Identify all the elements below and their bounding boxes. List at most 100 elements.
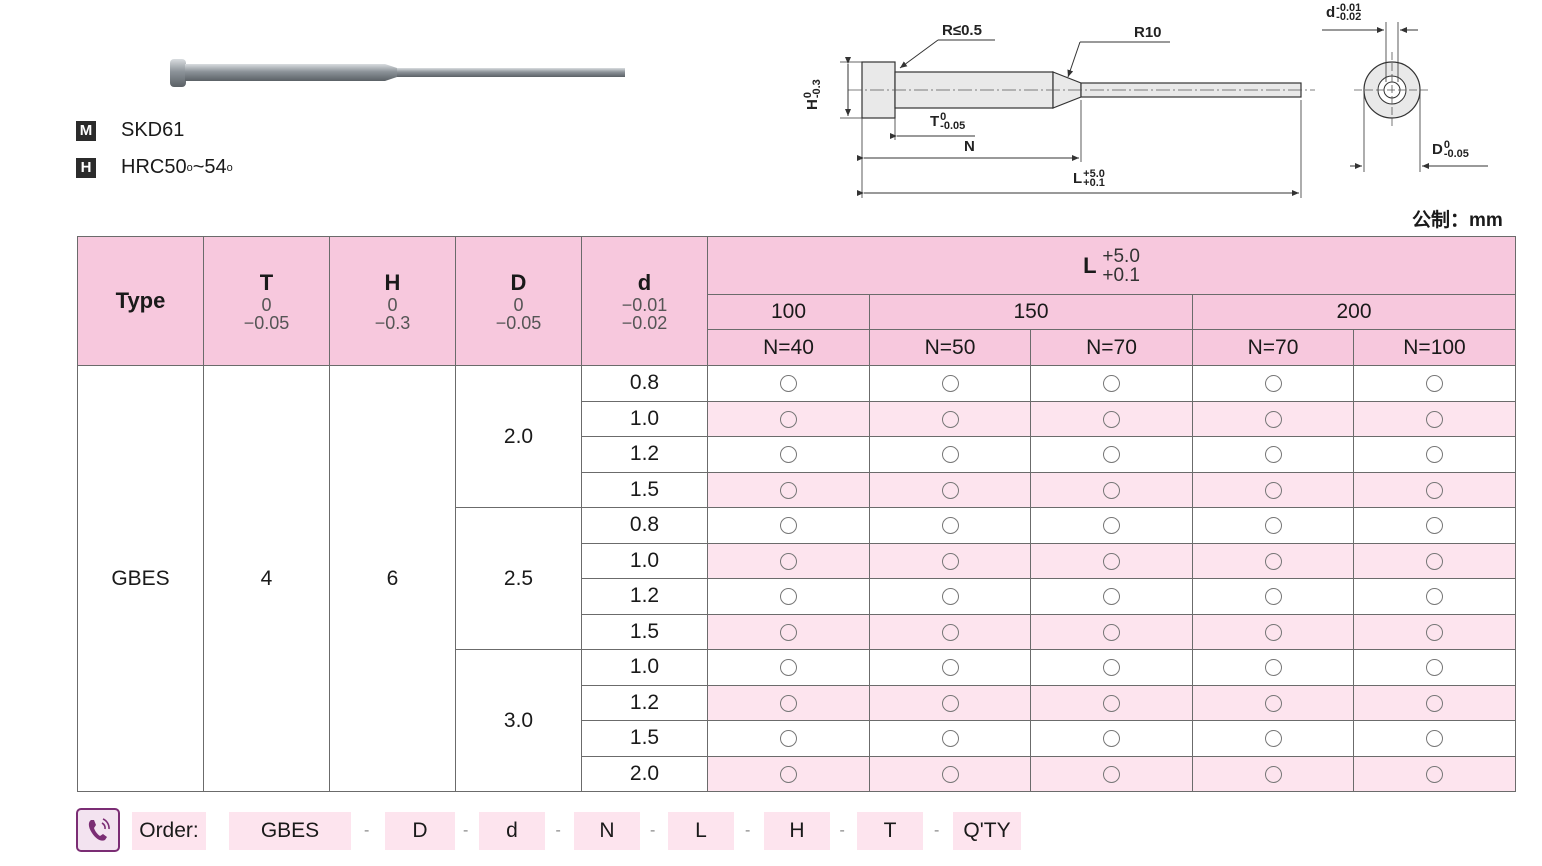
circle-icon xyxy=(780,765,797,783)
h-cell: 6 xyxy=(329,365,456,792)
table-row: 1.5 xyxy=(78,471,1516,508)
order-code-part: T xyxy=(857,812,923,850)
circle-icon xyxy=(941,517,959,535)
availability-cell xyxy=(1353,613,1516,650)
availability-cell xyxy=(707,613,870,650)
availability-cell xyxy=(1192,720,1354,757)
circle-icon xyxy=(941,623,959,641)
circle-icon xyxy=(1426,375,1443,393)
availability-cell xyxy=(1192,436,1354,473)
availability-cell xyxy=(1353,507,1516,544)
availability-cell xyxy=(1030,755,1193,792)
header-n-70: N=70 xyxy=(1030,329,1193,366)
header-length-200: 200 xyxy=(1192,294,1516,330)
order-separator: - xyxy=(839,822,845,839)
d-cell: 1.2 xyxy=(581,436,708,473)
type-cell: GBES xyxy=(77,365,204,792)
circle-icon xyxy=(1426,623,1443,641)
d-cell: 1.5 xyxy=(581,471,708,508)
l-dimension-label: L+5.0+0.1 xyxy=(1073,168,1105,190)
circle-icon xyxy=(941,765,959,783)
circle-icon xyxy=(1426,659,1443,677)
circle-icon xyxy=(1426,410,1443,428)
circle-icon xyxy=(1103,730,1120,748)
d-cell: 1.2 xyxy=(581,684,708,721)
header-n-70: N=70 xyxy=(1192,329,1354,366)
table-row: 1.5 xyxy=(78,720,1516,757)
d-small-dimension-label: d-0.01-0.02 xyxy=(1326,2,1362,24)
order-code-part: D xyxy=(385,812,455,850)
header-n-100: N=100 xyxy=(1353,329,1516,366)
availability-cell xyxy=(1030,436,1193,473)
circle-icon xyxy=(780,730,797,748)
circle-icon xyxy=(1426,765,1443,783)
circle-icon xyxy=(780,623,797,641)
order-code-part: Q'TY xyxy=(953,812,1021,850)
circle-icon xyxy=(780,588,797,606)
circle-icon xyxy=(941,446,959,464)
circle-icon xyxy=(1264,588,1282,606)
d-cell: 1.0 xyxy=(581,542,708,579)
availability-cell xyxy=(1353,649,1516,686)
availability-cell xyxy=(869,755,1031,792)
availability-cell xyxy=(1353,365,1516,402)
availability-cell xyxy=(869,649,1031,686)
availability-cell xyxy=(707,684,870,721)
availability-cell xyxy=(1353,542,1516,579)
order-code-part: GBES xyxy=(229,812,351,850)
circle-icon xyxy=(1264,375,1282,393)
degree-icon: o xyxy=(186,161,193,174)
availability-cell xyxy=(869,507,1031,544)
table-row: 1.2 xyxy=(78,684,1516,721)
circle-icon xyxy=(1264,446,1282,464)
circle-icon xyxy=(1264,481,1282,499)
d-cell: 1.5 xyxy=(581,720,708,757)
circle-icon xyxy=(1264,552,1282,570)
circle-icon xyxy=(780,375,797,393)
circle-icon xyxy=(1103,588,1120,606)
availability-cell xyxy=(1192,684,1354,721)
circle-icon xyxy=(1103,623,1120,641)
availability-cell xyxy=(1192,542,1354,579)
circle-icon xyxy=(780,659,797,677)
order-separator: - xyxy=(650,822,656,839)
circle-icon xyxy=(1103,517,1120,535)
availability-cell xyxy=(707,365,870,402)
d-cell: 0.8 xyxy=(581,365,708,402)
availability-cell xyxy=(1353,720,1516,757)
availability-cell xyxy=(869,365,1031,402)
circle-icon xyxy=(1103,659,1120,677)
d-cell: 1.2 xyxy=(581,578,708,615)
availability-cell xyxy=(707,436,870,473)
d-cell: 1.0 xyxy=(581,400,708,437)
availability-cell xyxy=(1353,684,1516,721)
circle-icon xyxy=(780,446,797,464)
order-code-row: Order: GBES-D-d-N-L-H-T-Q'TY xyxy=(76,808,1076,856)
availability-cell xyxy=(1353,400,1516,437)
circle-icon xyxy=(941,694,959,712)
circle-icon xyxy=(1426,588,1443,606)
unit-label: 公制：mm xyxy=(1412,210,1503,231)
material-value: SKD61 xyxy=(121,119,185,141)
circle-icon xyxy=(1426,694,1443,712)
header-t: T 0 −0.05 xyxy=(203,236,330,366)
availability-cell xyxy=(1030,471,1193,508)
availability-cell xyxy=(707,542,870,579)
circle-icon xyxy=(780,481,797,499)
hardness-tail: ~54 xyxy=(192,156,227,178)
availability-cell xyxy=(1353,755,1516,792)
header-n-50: N=50 xyxy=(869,329,1031,366)
table-row: 1.0 xyxy=(78,400,1516,437)
order-label: Order: xyxy=(132,812,206,850)
d-cell: 1.0 xyxy=(581,649,708,686)
order-separator: - xyxy=(555,822,561,839)
order-code-part: L xyxy=(668,812,734,850)
d-cell: 2.0 xyxy=(581,755,708,792)
availability-cell xyxy=(1353,578,1516,615)
circle-icon xyxy=(1103,765,1120,783)
availability-cell xyxy=(1353,471,1516,508)
